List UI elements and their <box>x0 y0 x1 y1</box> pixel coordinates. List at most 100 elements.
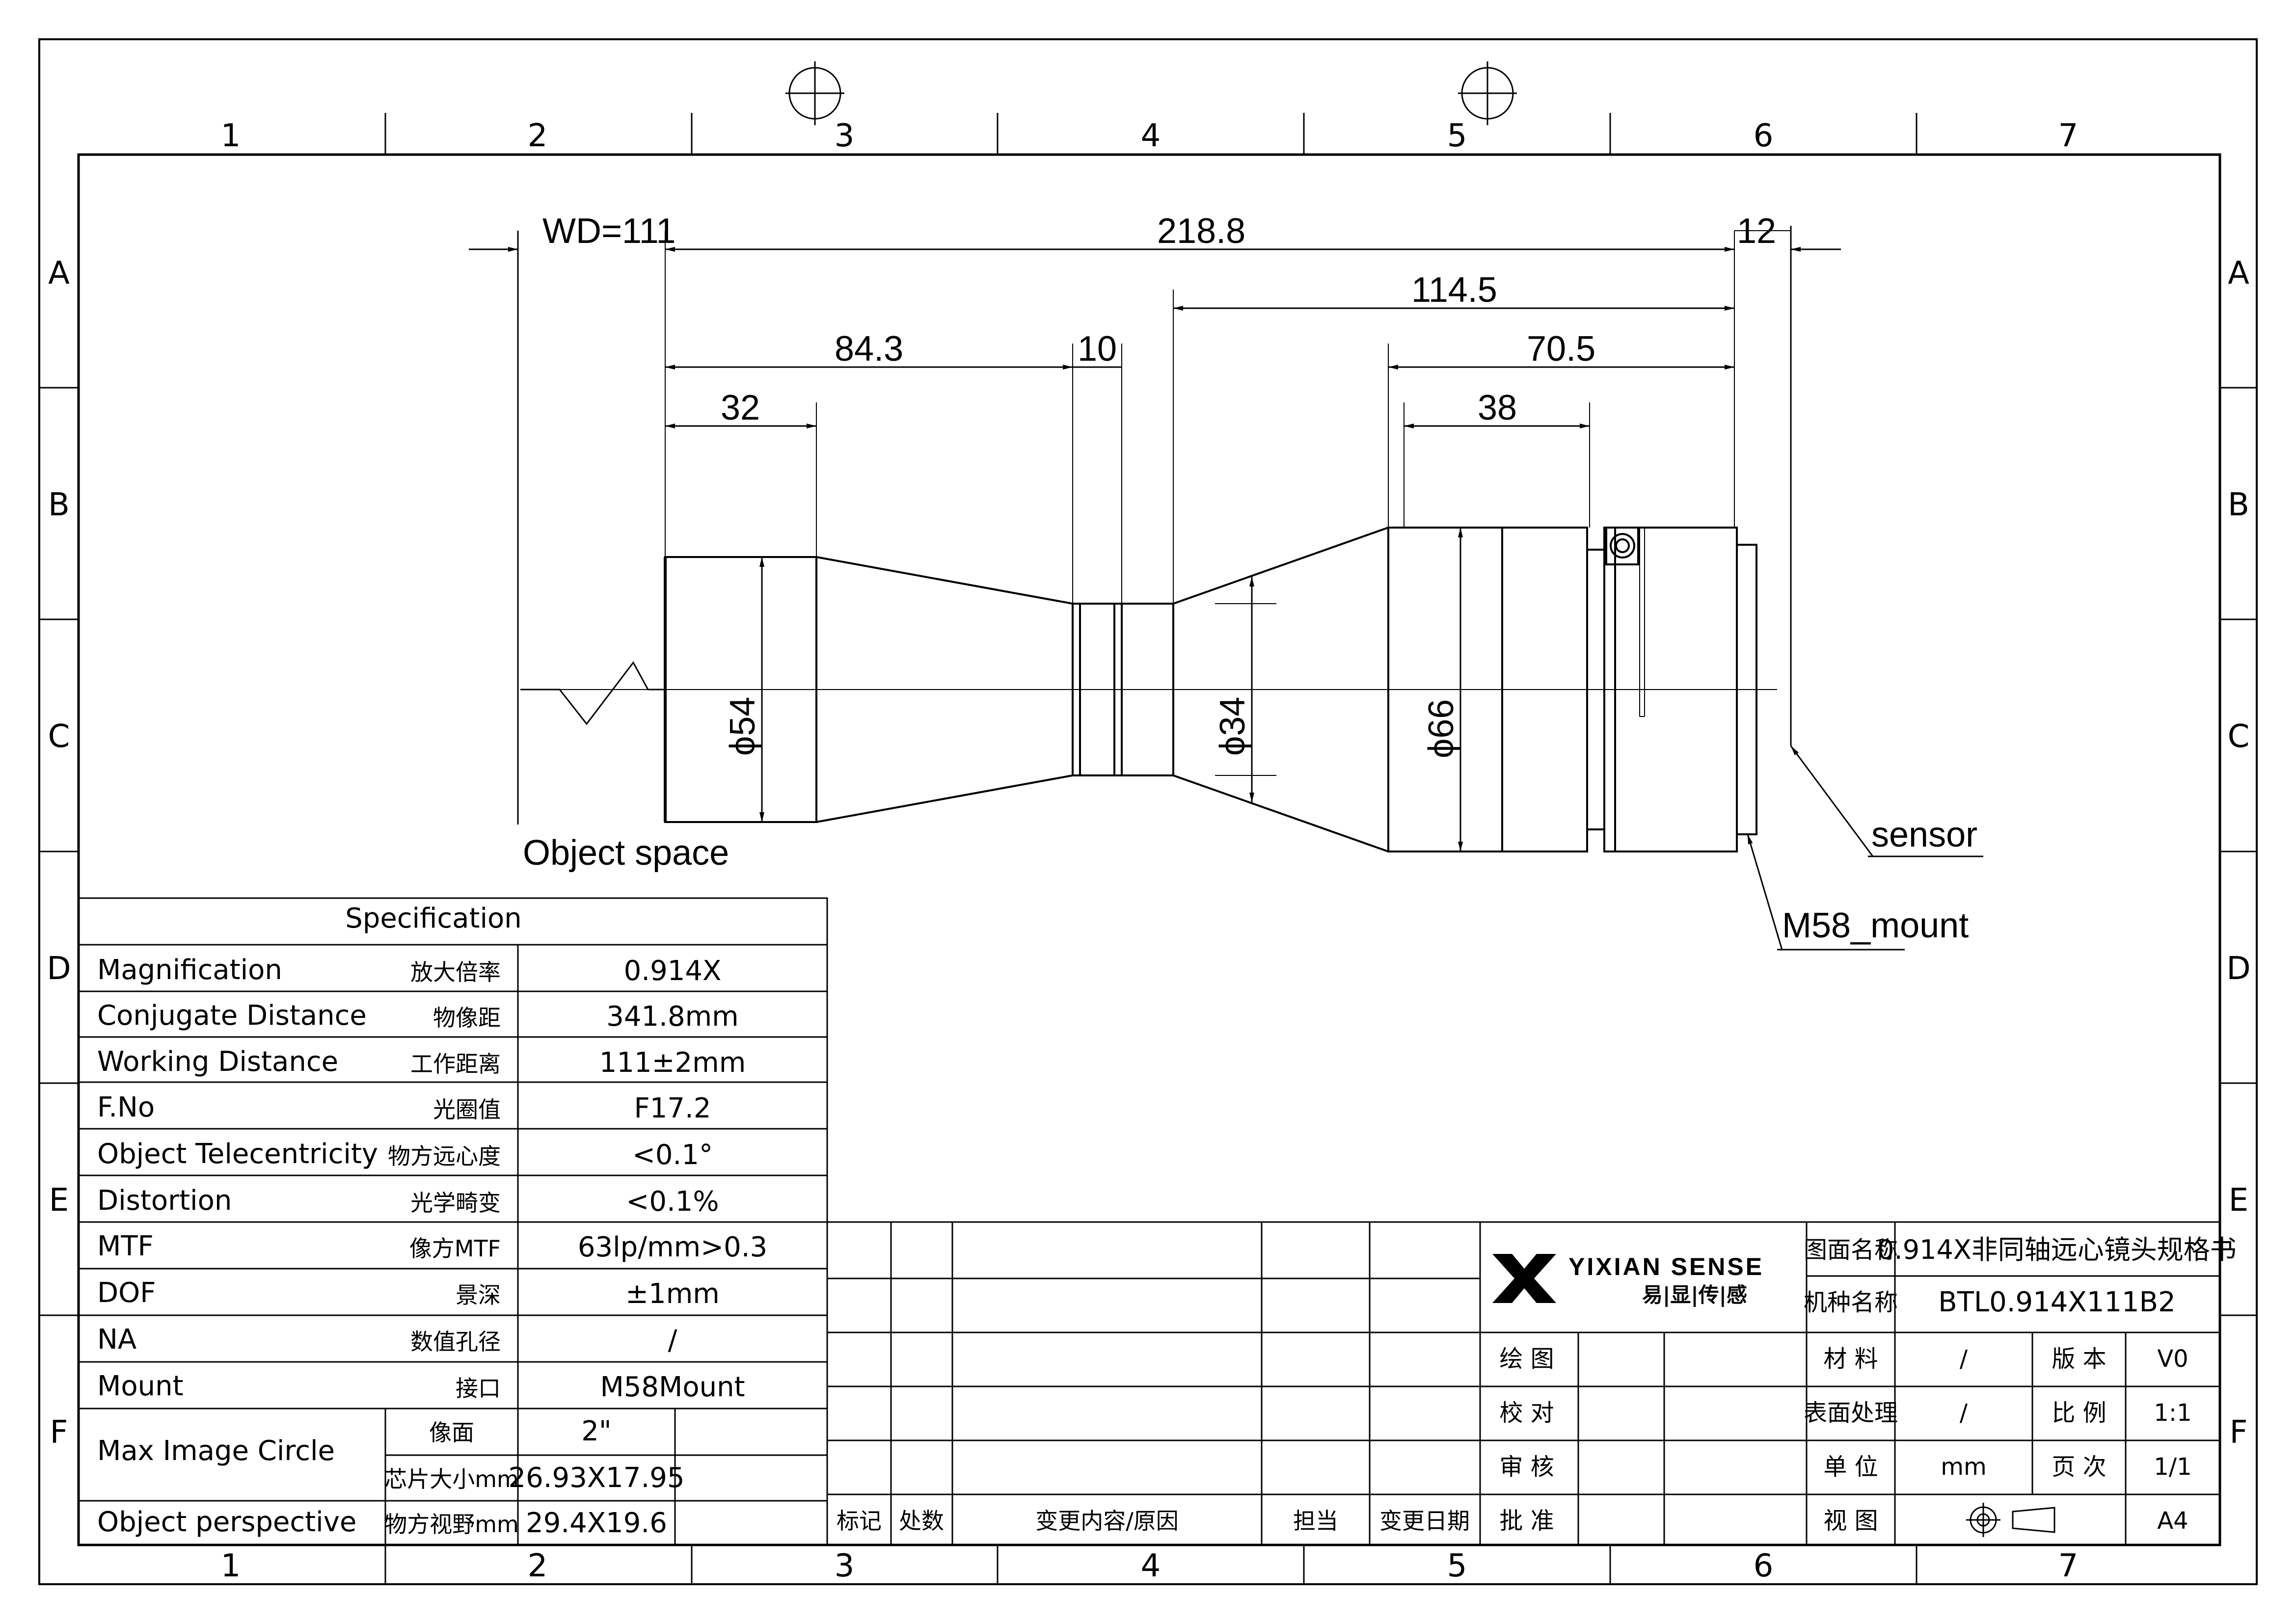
dimension-lines <box>469 230 1983 951</box>
zone-row: D <box>47 951 71 987</box>
spec-image-circle: Max Image Circle <box>97 1435 335 1467</box>
spec-row-label-cn: 接口 <box>456 1375 501 1402</box>
spec-row-value: 341.8mm <box>606 1001 738 1033</box>
brand-name-cn: 易|显|传|感 <box>1642 1283 1747 1307</box>
zone-dividers <box>39 113 2257 1584</box>
spec-row-value: 63lp/mm>0.3 <box>578 1231 767 1263</box>
spec-row-label-cn: 放大倍率 <box>410 959 501 985</box>
zone-row: B <box>48 487 70 523</box>
spec-object-perspective-val: 29.4X19.6 <box>526 1507 667 1539</box>
spec-image-plane-val: 2" <box>581 1415 611 1447</box>
drawing-name: 0.914X非同轴远心镜头规格书 <box>1877 1234 2237 1265</box>
spec-row-label: Mount <box>97 1370 184 1402</box>
projection-symbol-icon <box>1966 1503 2055 1537</box>
spec-row-label-cn: 物方远心度 <box>388 1143 501 1170</box>
spec-row-value: <0.1° <box>632 1139 713 1171</box>
spec-row-label-cn: 像方MTF <box>409 1235 501 1262</box>
rev-header-date: 变更日期 <box>1379 1508 1470 1534</box>
label-sensor: sensor <box>1871 815 1977 854</box>
spec-row-label-cn: 数值孔径 <box>410 1329 501 1355</box>
spec-table <box>78 897 828 1546</box>
yixian-logo-icon <box>1492 1254 1556 1303</box>
dim-dia-rear: ϕ66 <box>1422 699 1461 758</box>
zone-row: A <box>48 255 70 292</box>
spec-row-value: <0.1% <box>626 1186 719 1218</box>
spec-row-label-cn: 光学畸变 <box>410 1190 501 1216</box>
zone-row: D <box>2226 951 2250 987</box>
dim-wd: WD=111 <box>542 212 675 251</box>
spec-row-value: F17.2 <box>634 1092 711 1124</box>
spec-rows: Magnification 放大倍率 0.914X Conjugate Distanc… <box>97 954 767 1403</box>
zone-col: 2 <box>528 1548 548 1584</box>
zone-col: 5 <box>1447 118 1467 154</box>
zone-row: B <box>2228 487 2249 523</box>
dim-front-length: 84.3 <box>835 329 903 369</box>
review-label: 审 核 <box>1499 1453 1554 1481</box>
rev-header-count: 处数 <box>899 1508 944 1534</box>
spec-row-label: Conjugate Distance <box>97 1000 367 1032</box>
zone-row: A <box>2228 255 2249 292</box>
zone-col: 1 <box>221 118 241 154</box>
check-label: 校 对 <box>1499 1399 1554 1427</box>
spec-row-value: / <box>668 1325 677 1356</box>
view-label: 视 图 <box>1823 1507 1878 1535</box>
zone-col: 3 <box>835 118 855 154</box>
zone-row: F <box>2230 1414 2248 1451</box>
centering-mark-icon <box>785 61 1517 125</box>
material-label: 材 料 <box>1823 1345 1878 1373</box>
spec-row-label-cn: 光圈值 <box>433 1096 501 1123</box>
page-label: 页 次 <box>2052 1453 2106 1481</box>
zone-col: 4 <box>1141 1548 1161 1584</box>
spec-row-label: Distortion <box>97 1185 232 1217</box>
zone-row: E <box>2229 1182 2248 1219</box>
zone-col: 6 <box>1754 118 1774 154</box>
unit-label: 单 位 <box>1823 1453 1878 1481</box>
spec-row-value: 0.914X <box>624 955 722 987</box>
spec-row-label-cn: 物像距 <box>433 1005 501 1031</box>
dim-waist: 10 <box>1078 329 1117 369</box>
spec-row-label-cn: 景深 <box>456 1282 501 1308</box>
zone-col: 4 <box>1141 118 1161 154</box>
spec-row-value: 111±2mm <box>599 1047 746 1079</box>
dim-total: 218.8 <box>1157 212 1245 251</box>
paper-size: A4 <box>2157 1507 2188 1535</box>
surface-value: / <box>1960 1399 1968 1427</box>
dim-rear-ring: 38 <box>1478 388 1517 427</box>
spec-chip-cn: 芯片大小mm <box>384 1466 519 1492</box>
brand-name: YIXIAN SENSE <box>1568 1253 1764 1280</box>
zone-row: F <box>50 1414 68 1451</box>
spec-row-label: F.No <box>97 1091 155 1123</box>
spec-row-label: MTF <box>97 1230 154 1262</box>
rev-header-owner: 担当 <box>1293 1508 1338 1534</box>
zone-row: C <box>48 718 70 755</box>
approve-label: 批 准 <box>1499 1507 1554 1535</box>
rev-header-mark: 标记 <box>837 1508 882 1534</box>
spec-row-label: Magnification <box>97 954 282 986</box>
scale-label: 比 例 <box>2052 1399 2106 1427</box>
outer-border <box>38 38 2258 1585</box>
zone-row: C <box>2228 718 2250 755</box>
dim-rear-length: 114.5 <box>1411 270 1497 310</box>
zone-col: 7 <box>2058 1548 2079 1584</box>
surface-label: 表面处理 <box>1804 1399 1898 1427</box>
zone-row: E <box>49 1182 69 1219</box>
drawing-name-label: 图面名称 <box>1804 1236 1898 1264</box>
spec-row-label: DOF <box>97 1277 156 1309</box>
model-name: BTL0.914X111B2 <box>1938 1286 2175 1318</box>
title-block <box>1479 1221 2221 1546</box>
dim-flange: 12 <box>1737 212 1776 251</box>
dim-dia-waist: ϕ34 <box>1213 697 1252 756</box>
unit-value: mm <box>1941 1453 1987 1481</box>
zone-col: 1 <box>221 1548 241 1584</box>
dim-dia-front: ϕ54 <box>723 697 762 756</box>
spec-row-label: Object Telecentricity <box>97 1138 378 1170</box>
spec-row-value: M58Mount <box>600 1371 745 1403</box>
page-value: 1/1 <box>2154 1453 2191 1481</box>
label-object-space: Object space <box>523 833 729 873</box>
zone-col: 3 <box>835 1548 855 1584</box>
material-value: / <box>1960 1345 1968 1373</box>
spec-object-perspective: Object perspective <box>97 1506 356 1538</box>
spec-row-value: ±1mm <box>625 1278 720 1310</box>
spec-chip-val: 26.93X17.95 <box>509 1462 685 1494</box>
